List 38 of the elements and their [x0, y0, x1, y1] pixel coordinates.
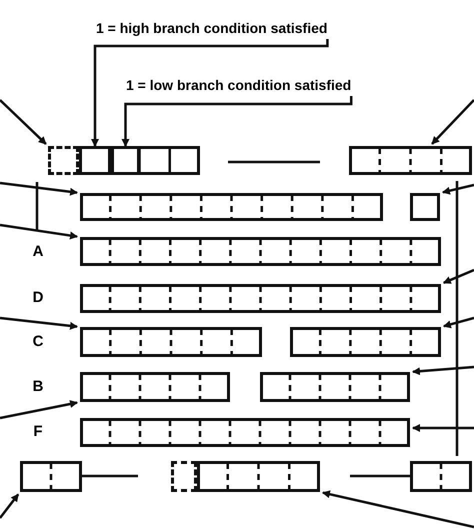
arrow — [91, 39, 329, 147]
arrow — [0, 400, 78, 420]
arrow — [0, 224, 78, 240]
arrow — [0, 99, 47, 145]
arrow — [122, 96, 352, 147]
arrow — [0, 316, 78, 330]
register-box — [260, 372, 410, 402]
register-box — [197, 461, 320, 492]
arrow — [442, 184, 474, 195]
register-box — [80, 372, 230, 402]
arrow — [412, 366, 474, 376]
row-label: A — [32, 243, 44, 260]
row-label: F — [32, 423, 44, 440]
row-label: B — [32, 378, 44, 395]
register-box — [410, 461, 472, 492]
register-box — [349, 146, 472, 175]
arrow — [0, 182, 78, 196]
row-label: D — [32, 289, 44, 306]
note-text: 1 = low branch condition satisfied — [126, 76, 352, 96]
arrow — [442, 268, 474, 284]
arrow — [442, 316, 474, 328]
dashed-register-cell — [48, 146, 79, 175]
register-box — [80, 284, 441, 313]
register-box — [410, 193, 440, 221]
arrow — [0, 494, 20, 519]
arrow — [322, 490, 474, 528]
register-box — [80, 327, 262, 357]
register-box — [80, 237, 441, 266]
register-cell — [111, 146, 140, 175]
register-box — [80, 418, 410, 447]
register-box — [290, 327, 441, 357]
arrow — [412, 424, 474, 432]
arrow — [431, 99, 474, 145]
register-box — [80, 193, 383, 221]
register-box — [20, 461, 82, 492]
note-text: 1 = high branch condition satisfied — [96, 19, 328, 39]
dashed-register-cell — [171, 461, 197, 492]
row-label: C — [32, 333, 44, 350]
